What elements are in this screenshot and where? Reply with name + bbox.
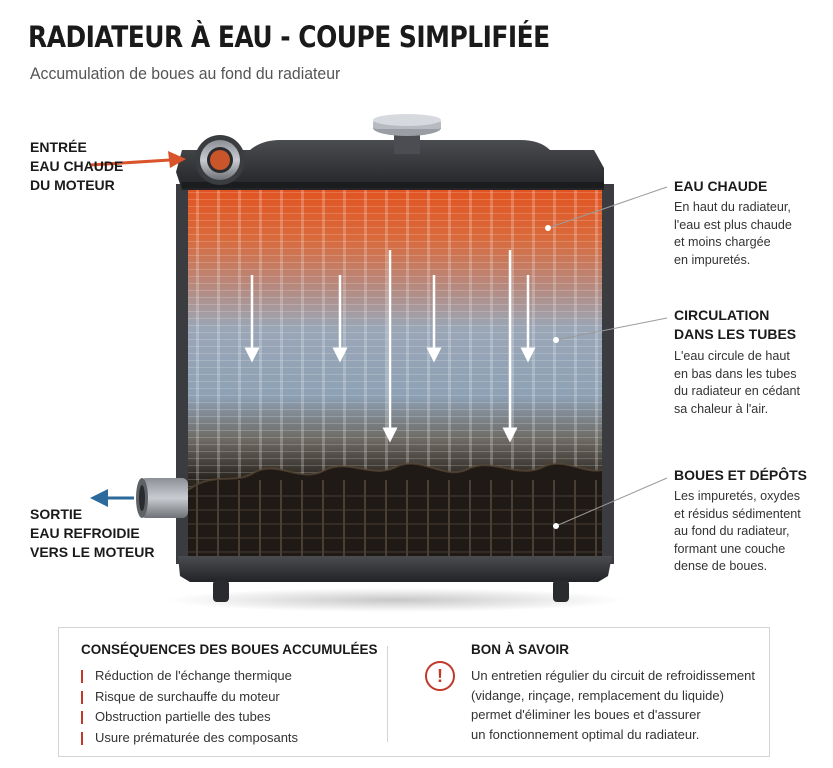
inlet-arrow bbox=[89, 151, 186, 168]
core-tube bbox=[511, 186, 514, 560]
inlet-label: ENTRÉE EAU CHAUDE DU MOTEUR bbox=[30, 138, 123, 195]
callout-text-line: du radiateur en cédant bbox=[674, 384, 801, 399]
callout-leaders bbox=[547, 186, 668, 527]
outlet-pipe bbox=[136, 478, 188, 518]
outlet-label-line: VERS LE MOTEUR bbox=[30, 544, 155, 560]
tip-line: (vidange, rinçage, remplacement du liqui… bbox=[471, 687, 724, 703]
radiator-diagram bbox=[89, 114, 668, 612]
callout-text-line: en bas dans les tubes bbox=[674, 366, 797, 381]
callout-circulation-title: CIRCULATION DANS LES TUBES bbox=[674, 306, 796, 344]
core-tubes bbox=[196, 186, 598, 560]
callout-text-line: L'eau circule de haut bbox=[674, 349, 790, 363]
core-tube bbox=[427, 186, 430, 560]
consequences-list: Réduction de l'échange thermique Risque … bbox=[81, 666, 298, 748]
top-tank-rib bbox=[182, 182, 604, 188]
floor-shadow bbox=[165, 588, 625, 612]
core-tube bbox=[364, 186, 367, 560]
list-item: Usure prématurée des composants bbox=[81, 728, 298, 749]
sludge-layer bbox=[188, 463, 602, 560]
core-tube bbox=[238, 186, 241, 560]
callout-title-line: CIRCULATION bbox=[674, 307, 770, 323]
outlet-label: SORTIE EAU REFROIDIE VERS LE MOTEUR bbox=[30, 505, 154, 562]
core-tube bbox=[469, 186, 472, 560]
inlet-label-line: EAU CHAUDE bbox=[30, 158, 124, 174]
core-tube bbox=[574, 186, 577, 560]
callout-sludge-text: Les impuretés, oxydes et résidus sédimen… bbox=[674, 488, 801, 576]
outlet-label-line: SORTIE bbox=[30, 506, 83, 522]
inlet-pipe bbox=[195, 135, 245, 185]
page-title: RADIATEUR À EAU - COUPE SIMPLIFIÉE bbox=[28, 20, 550, 54]
callout-hot-water-title: EAU CHAUDE bbox=[674, 177, 767, 196]
exclamation-icon: ! bbox=[425, 661, 455, 691]
callout-text-line: et résidus sédimentent bbox=[674, 506, 801, 521]
callout-text-line: dense de boues. bbox=[674, 559, 768, 574]
info-panel: CONSÉQUENCES DES BOUES ACCUMULÉES Réduct… bbox=[58, 627, 770, 757]
inlet-label-line: ENTRÉE bbox=[30, 139, 87, 155]
panel-divider bbox=[387, 646, 388, 742]
mount-foot-left bbox=[213, 580, 229, 602]
list-item: Obstruction partielle des tubes bbox=[81, 707, 298, 728]
core-tube bbox=[385, 186, 388, 560]
tip-line: permet d'éliminer les boues et d'assurer bbox=[471, 707, 701, 722]
tip-text: Un entretien régulier du circuit de refr… bbox=[471, 666, 755, 744]
page-subtitle: Accumulation de boues au fond du radiate… bbox=[30, 64, 341, 83]
list-item: Réduction de l'échange thermique bbox=[81, 666, 298, 687]
core-tube bbox=[595, 186, 598, 560]
side-frame-left bbox=[176, 184, 190, 564]
core-tube bbox=[259, 186, 262, 560]
callout-text-line: formant une couche bbox=[674, 541, 786, 556]
tip-heading: BON À SAVOIR bbox=[471, 642, 570, 657]
callout-text-line: sa chaleur à l'air. bbox=[674, 401, 769, 416]
outlet-arrow bbox=[90, 489, 134, 507]
inlet-label-line: DU MOTEUR bbox=[30, 177, 115, 193]
side-frame-right bbox=[600, 184, 614, 564]
callout-hot-water-text: En haut du radiateur, l'eau est plus cha… bbox=[674, 199, 792, 269]
list-item: Risque de surchauffe du moteur bbox=[81, 687, 298, 708]
sludge-highlight bbox=[187, 462, 603, 491]
callout-text-line: l'eau est plus chaude bbox=[674, 217, 792, 232]
core-tube bbox=[280, 186, 283, 560]
core-tube bbox=[322, 186, 325, 560]
callout-text-line: et moins chargée bbox=[674, 235, 771, 250]
top-tank bbox=[176, 140, 604, 190]
core-tube bbox=[490, 186, 493, 560]
callout-sludge-title: BOUES ET DÉPÔTS bbox=[674, 466, 807, 485]
tip-line: Un entretien régulier du circuit de refr… bbox=[471, 668, 755, 683]
sludge-grid bbox=[188, 480, 602, 558]
callout-title-line: BOUES ET DÉPÔTS bbox=[674, 467, 808, 483]
core-tube bbox=[532, 186, 535, 560]
core-tube bbox=[553, 186, 556, 560]
core-tube bbox=[448, 186, 451, 560]
core-tube bbox=[301, 186, 304, 560]
core-tube bbox=[343, 186, 346, 560]
callout-text-line: en impuretés. bbox=[674, 252, 751, 267]
radiator-cap bbox=[373, 114, 441, 154]
bottom-tank bbox=[178, 556, 612, 582]
callout-text-line: au fond du radiateur, bbox=[674, 524, 790, 539]
core-tube bbox=[196, 186, 199, 560]
callout-circulation-text: L'eau circule de haut en bas dans les tu… bbox=[674, 348, 800, 418]
tip-line: un fonctionnement optimal du radiateur. bbox=[471, 726, 700, 742]
callout-title-line: EAU CHAUDE bbox=[674, 178, 768, 194]
callout-dots bbox=[545, 225, 559, 529]
mount-foot-right bbox=[553, 580, 569, 602]
core-tube bbox=[217, 186, 220, 560]
outlet-label-line: EAU REFROIDIE bbox=[30, 525, 140, 541]
callout-title-line: DANS LES TUBES bbox=[674, 326, 797, 342]
core-tube bbox=[406, 186, 409, 560]
callout-text-line: En haut du radiateur, bbox=[674, 200, 791, 214]
callout-text-line: Les impuretés, oxydes bbox=[674, 489, 800, 503]
flow-arrows bbox=[244, 250, 536, 443]
consequences-heading: CONSÉQUENCES DES BOUES ACCUMULÉES bbox=[81, 642, 378, 657]
